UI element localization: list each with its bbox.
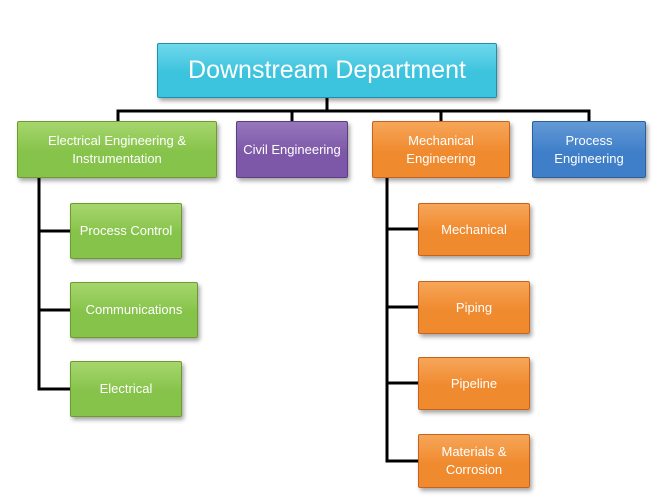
sub-node-label: Communications [85,302,183,318]
sub-node-pipeline: Pipeline [418,357,530,410]
sub-node-process-control: Process Control [70,203,182,259]
dept-node-label: Mechanical Engineering [406,132,476,166]
dept-node-label: Process Engineering [554,132,624,166]
root-node-downstream-department: Downstream Department [157,43,497,98]
dept-node-civil-engineering: Civil Engineering [236,121,348,178]
sub-node-label: Mechanical [441,221,507,237]
dept-node-process-engineering: Process Engineering [532,121,646,178]
dept-node-label: Civil Engineering [243,141,341,157]
sub-node-label: Process Control [79,223,173,239]
dept-node-label: Electrical Engineering & Instrumentation [47,132,187,166]
sub-node-label: Electrical [99,381,153,397]
sub-node-piping: Piping [418,281,530,334]
sub-node-electrical: Electrical [70,361,182,417]
sub-node-mechanical: Mechanical [418,203,530,256]
sub-node-label: Pipeline [450,375,498,391]
sub-node-materials-corrosion: Materials & Corrosion [418,434,530,488]
root-node-label: Downstream Department [188,55,466,84]
dept-node-mechanical-engineering: Mechanical Engineering [372,121,510,178]
sub-node-label: Materials & Corrosion [441,444,507,477]
sub-node-communications: Communications [70,282,198,338]
dept-node-electrical-instrumentation: Electrical Engineering & Instrumentation [17,121,217,178]
sub-node-label: Piping [455,299,493,315]
